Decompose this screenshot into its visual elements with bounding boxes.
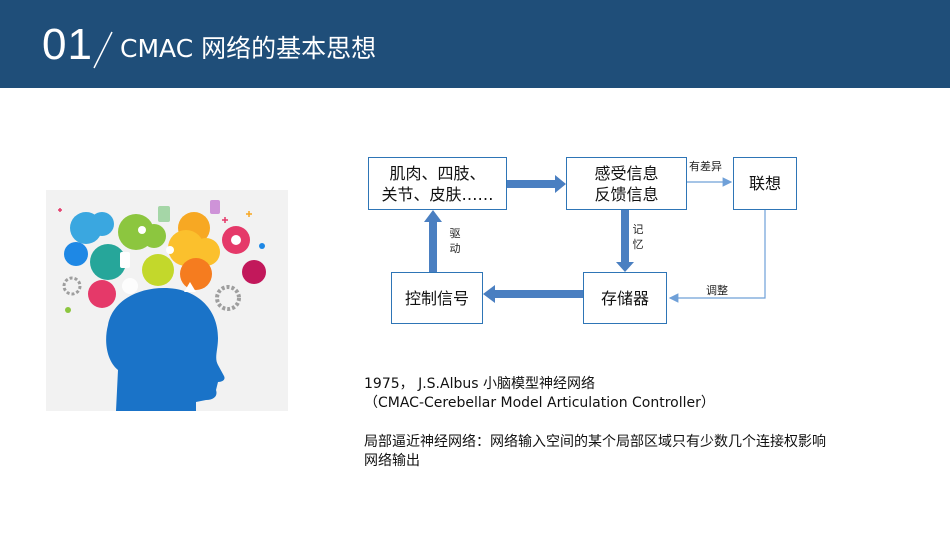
label-drive: 驱动 <box>449 227 461 255</box>
gear-icon <box>215 285 241 311</box>
text-line-cmac-full-name: （CMAC-Cerebellar Model Articulation Cont… <box>364 395 715 411</box>
arrow-association-to-storage <box>668 210 766 303</box>
arrow-storage-to-control <box>483 285 583 303</box>
phone-icon <box>120 252 130 268</box>
head-silhouette-icon <box>106 288 225 411</box>
node-association: 联想 <box>733 157 797 210</box>
section-number: 01 <box>42 20 93 69</box>
text-line-albus: 1975， J.S.Albus 小脑模型神经网络 <box>364 376 595 392</box>
gear-icon <box>62 276 82 296</box>
page-title: CMAC 网络的基本思想 <box>120 34 377 63</box>
node-storage: 存储器 <box>583 272 667 324</box>
mail-icon <box>242 260 266 284</box>
node-feedback-info: 感受信息 反馈信息 <box>566 157 687 210</box>
label-difference: 有差异 <box>689 160 722 173</box>
rss-icon <box>88 280 116 308</box>
tablet-icon <box>158 206 170 222</box>
arrow-feedback-to-storage <box>616 210 634 272</box>
text-line-local-approx: 局部逼近神经网络：网络输入空间的某个局部区域只有少数几个连接权影响 <box>364 434 826 450</box>
head-illustration <box>46 190 288 411</box>
header-banner: 01 CMAC 网络的基本思想 <box>0 0 950 88</box>
node-control-signal: 控制信号 <box>391 272 483 324</box>
arrow-muscle-to-feedback <box>507 175 566 193</box>
node-muscle-limbs: 肌肉、四肢、 关节、皮肤…… <box>368 157 507 210</box>
arrow-control-to-muscle <box>424 210 442 272</box>
text-line-network-output: 网络输出 <box>364 453 420 469</box>
label-memory: 记忆 <box>632 223 644 251</box>
slash-divider-icon <box>93 31 113 69</box>
cloud-icon <box>142 254 174 286</box>
label-adjust: 调整 <box>706 284 728 297</box>
user-icon <box>64 242 88 266</box>
